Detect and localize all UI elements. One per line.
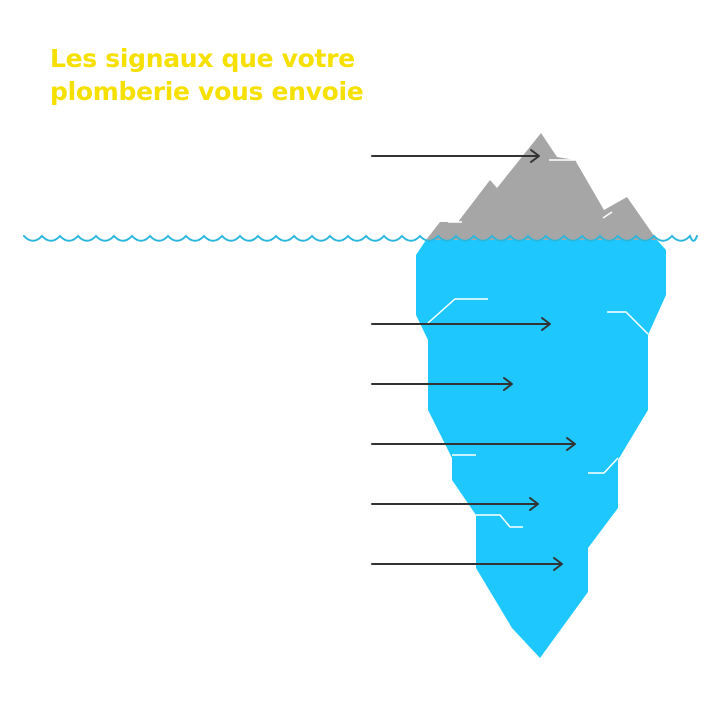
title-line-2: plomberie vous envoie bbox=[50, 77, 364, 106]
arrow-right-icon bbox=[371, 377, 513, 391]
title-line-1: Les signaux que votre bbox=[50, 44, 355, 73]
iceberg-tip bbox=[426, 133, 657, 240]
arrow-right-icon bbox=[371, 149, 540, 163]
arrow-right-icon bbox=[371, 557, 563, 571]
ice-highlight-mid-right bbox=[588, 457, 619, 474]
page-title: Les signaux que votre plomberie vous env… bbox=[50, 42, 364, 108]
tip-highlight-3 bbox=[602, 211, 613, 219]
ice-highlights bbox=[427, 159, 649, 528]
arrow-right-icon bbox=[371, 497, 539, 511]
iceberg-underwater bbox=[416, 240, 666, 658]
arrows bbox=[371, 149, 576, 571]
arrow-right-icon bbox=[371, 317, 551, 331]
ice-highlight-left bbox=[427, 298, 488, 324]
water-line bbox=[23, 234, 698, 242]
ice-highlight-right bbox=[607, 311, 649, 335]
ice-highlight-lower bbox=[476, 514, 523, 528]
arrow-right-icon bbox=[371, 437, 576, 451]
